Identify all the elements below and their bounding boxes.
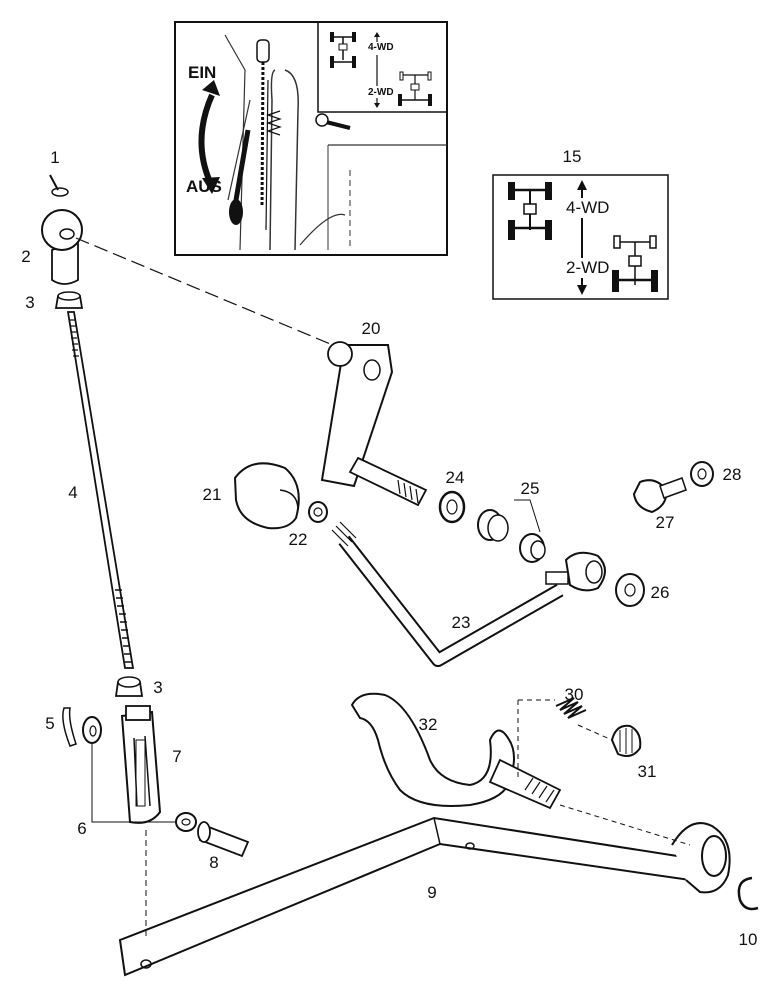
tractor-2wd-icon [612, 235, 658, 292]
callouts: 1 2 3 4 3 5 6 7 8 9 10 20 21 22 23 24 25… [21, 148, 757, 949]
link-bar-9 [118, 816, 731, 977]
callout-15: 15 [563, 147, 582, 166]
tractor-4wd-icon [508, 182, 552, 240]
callout-26: 26 [651, 583, 670, 602]
decal-2wd-label: 2-WD [566, 258, 609, 277]
callout-3-bottom: 3 [153, 678, 162, 697]
lever-arm-20 [320, 341, 394, 488]
cotter-pin-1 [49, 174, 69, 197]
shift-rod-23 [331, 521, 606, 667]
callout-8: 8 [209, 853, 218, 872]
ein-label: EIN [188, 63, 216, 82]
callout-28: 28 [723, 465, 742, 484]
shift-fork-32 [350, 692, 562, 810]
callout-25: 25 [521, 479, 540, 498]
leader-25 [514, 499, 541, 533]
leader-6 [91, 744, 176, 823]
clevis-pin-8 [197, 821, 250, 858]
bushing-25a [477, 509, 509, 542]
nut-28 [690, 461, 714, 487]
dash-spring-cap [577, 724, 613, 741]
callout-21: 21 [203, 485, 222, 504]
dash-fork-bar [559, 804, 691, 846]
nut-26 [615, 573, 645, 607]
callout-1: 1 [50, 148, 59, 167]
decal-4wd-label: 4-WD [566, 198, 609, 217]
nut-3-bottom [114, 676, 144, 697]
callout-7: 7 [172, 747, 181, 766]
washer-6-lower [175, 812, 197, 832]
callout-22: 22 [289, 530, 308, 549]
cap-31 [610, 724, 642, 757]
callout-30: 30 [565, 685, 584, 704]
circlip-10 [737, 876, 759, 911]
callout-10: 10 [739, 930, 758, 949]
callout-5: 5 [45, 714, 54, 733]
mini-tractor-4wd-icon [330, 32, 356, 68]
bolt-27 [632, 477, 687, 514]
shaft-20 [348, 456, 428, 507]
lever-inset: EIN AUS 4-WD 2-WD [174, 21, 448, 256]
callout-4: 4 [68, 483, 77, 502]
drive-mode-decal: 15 4-WD 2-WD [492, 147, 669, 300]
callout-24: 24 [446, 468, 465, 487]
nut-3-top [54, 291, 84, 309]
ball-joint-2 [41, 209, 83, 285]
callout-31: 31 [638, 762, 657, 781]
washer-24 [438, 490, 466, 524]
clevis-7 [120, 705, 162, 824]
callout-32: 32 [419, 715, 438, 734]
spring-30 [555, 697, 587, 719]
callout-6: 6 [77, 819, 86, 838]
callout-9: 9 [427, 883, 436, 902]
link-line-2-20 [75, 237, 341, 349]
knob-21 [233, 462, 300, 530]
mini-4wd-label: 4-WD [368, 42, 394, 53]
bushing-25b [519, 533, 546, 563]
mini-tractor-2wd-icon [398, 71, 432, 106]
mini-2wd-label: 2-WD [368, 87, 394, 98]
mini-drive-decal: 4-WD 2-WD [317, 22, 447, 113]
nut-22 [308, 501, 328, 523]
threaded-rod-4 [66, 311, 135, 669]
callout-20: 20 [362, 319, 381, 338]
washer-6-upper [82, 716, 102, 744]
callout-3-top: 3 [25, 293, 34, 312]
callout-27: 27 [656, 513, 675, 532]
callout-2: 2 [21, 247, 30, 266]
callout-23: 23 [452, 613, 471, 632]
split-pin-5 [62, 707, 77, 747]
aus-label: AUS [186, 177, 222, 196]
